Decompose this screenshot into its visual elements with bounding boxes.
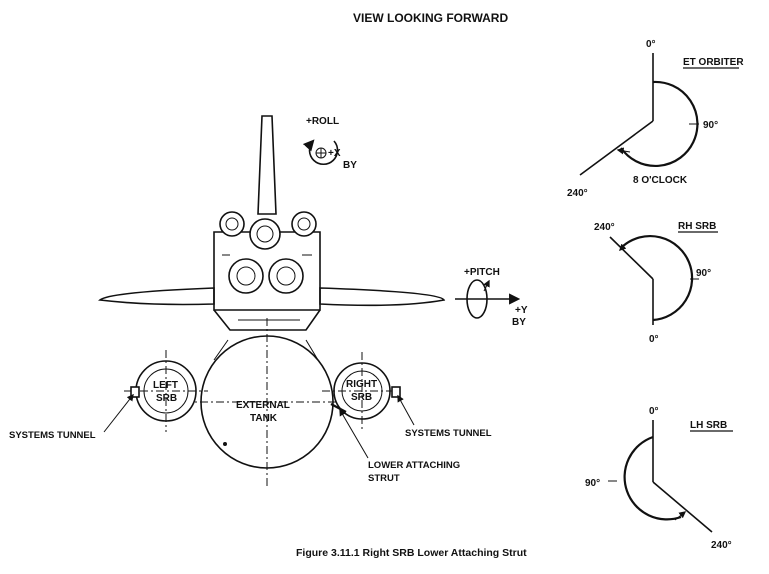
et-orbiter-90-label: 90°: [703, 120, 718, 131]
lower-strut-label-1: LOWER ATTACHING: [368, 460, 460, 471]
x-axis-label: +X: [328, 148, 341, 159]
right-wing: [319, 287, 446, 307]
roll-axis-symbol: +ROLL +X BY: [302, 116, 357, 171]
main-engine-left: [228, 258, 264, 294]
lh-srb-title: LH SRB: [690, 420, 727, 431]
lh-srb-240-label: 240°: [711, 540, 732, 551]
et-orbiter-note: 8 O'CLOCK: [633, 175, 688, 186]
dial-et-orbiter: ET ORBITER 0° 90° 240° 8 O'CLOCK: [567, 39, 744, 199]
lower-strut-label-2: STRUT: [368, 473, 400, 484]
lh-srb-arc: [623, 435, 682, 521]
rh-srb-arc: [622, 235, 694, 322]
right-srb-label-1: RIGHT: [346, 379, 377, 390]
dial-rh-srb: RH SRB 240° 90° 0°: [594, 221, 718, 345]
main-engine-top: [249, 218, 281, 250]
lh-srb-90-label: 90°: [585, 478, 600, 489]
right-systems-tunnel: [391, 386, 401, 398]
et-orbiter-arc: [620, 80, 699, 167]
rh-srb-title: RH SRB: [678, 221, 716, 232]
roll-arrow: [302, 139, 339, 165]
left-oms-pod: [219, 211, 245, 237]
left-srb-label-2: SRB: [156, 393, 177, 404]
orbiter-stack: [98, 115, 446, 361]
left-srb-label-1: LEFT: [153, 380, 178, 391]
systems-tunnel-right-label: SYSTEMS TUNNEL: [405, 428, 492, 439]
external-tank-label-1: EXTERNAL: [236, 400, 290, 411]
left-wing: [98, 287, 215, 306]
left-systems-tunnel: [130, 386, 140, 398]
external-tank-label-2: TANK: [250, 413, 278, 424]
et-orbiter-0-label: 0°: [646, 39, 656, 50]
et-orbiter-title: ET ORBITER: [683, 57, 744, 68]
lh-srb-0-label: 0°: [649, 406, 659, 417]
fuselage-bottom: [213, 309, 321, 331]
main-engine-right: [268, 258, 304, 294]
figure-title: VIEW LOOKING FORWARD: [353, 11, 508, 25]
figure-caption: Figure 3.11.1 Right SRB Lower Attaching …: [296, 547, 527, 559]
y-axis-label: +Y: [515, 305, 528, 316]
et-orbiter-240-label: 240°: [567, 188, 588, 199]
rh-srb-0-label: 0°: [649, 334, 659, 345]
right-oms-pod: [291, 211, 317, 237]
x-axis-sub: BY: [343, 160, 357, 171]
pitch-label: +PITCH: [464, 267, 500, 278]
external-tank: EXTERNAL TANK: [184, 318, 352, 488]
dial-lh-srb: LH SRB 0° 90° 240°: [585, 406, 733, 551]
right-srb: RIGHT SRB: [322, 352, 402, 430]
roll-label: +ROLL: [306, 116, 339, 127]
vertical-tail: [257, 115, 277, 215]
rh-srb-90-label: 90°: [696, 268, 711, 279]
rh-srb-240-label: 240°: [594, 222, 615, 233]
systems-tunnel-left-label: SYSTEMS TUNNEL: [9, 430, 96, 441]
y-axis-sub: BY: [512, 317, 526, 328]
pitch-axis-symbol: +PITCH +Y BY: [455, 267, 528, 328]
right-srb-label-2: SRB: [351, 392, 372, 403]
left-srb: LEFT SRB: [124, 350, 208, 432]
